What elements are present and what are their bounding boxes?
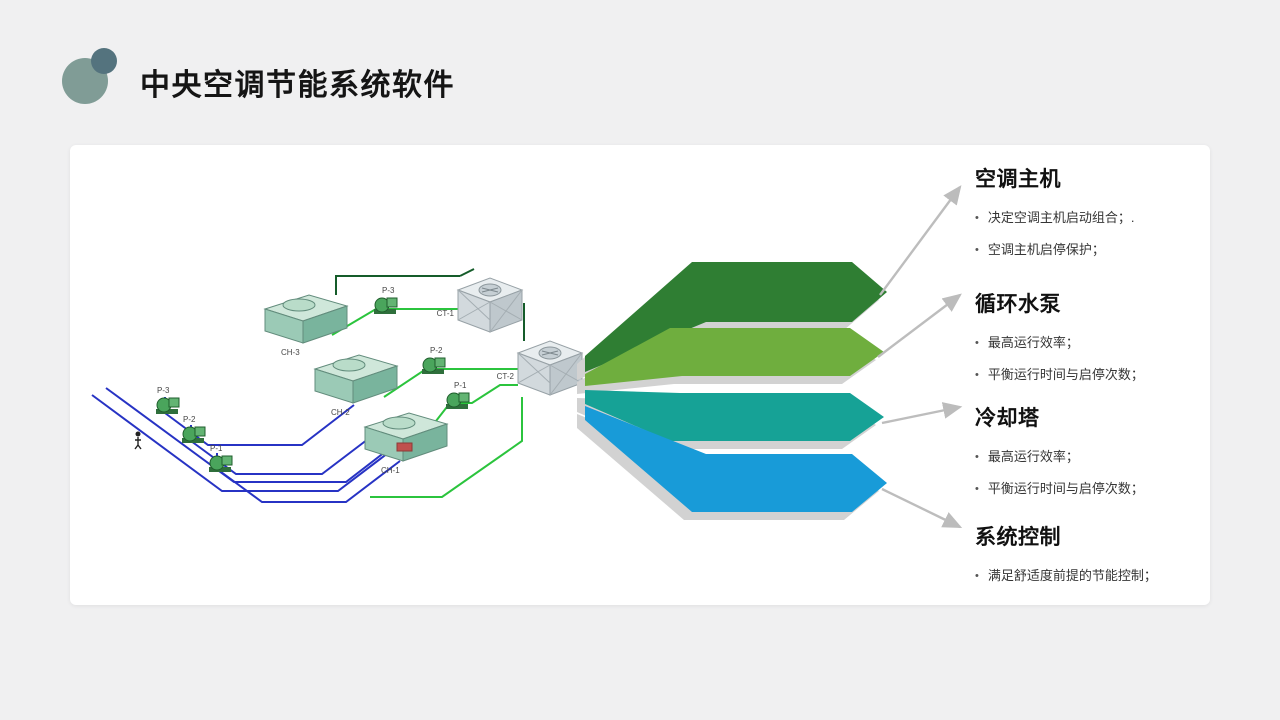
pump-left-1: P-1 xyxy=(209,444,233,472)
chiller-2: CH-2 xyxy=(313,354,399,417)
pump-right-2-label: P-2 xyxy=(430,346,443,355)
cooling-tower-2: CT-2 xyxy=(497,340,584,396)
chiller-1-motor xyxy=(396,442,413,452)
bullet-item: • 最高运行效率； xyxy=(975,334,1217,353)
pump-right-1-label: P-1 xyxy=(454,381,467,390)
bullet-marker: • xyxy=(975,212,979,224)
bullet-marker: • xyxy=(975,243,979,256)
bullet-text: 平衡运行时间与启停次数； xyxy=(987,480,1144,496)
flow-ribbons xyxy=(577,262,887,520)
pipe xyxy=(335,275,460,295)
connector-arrow-4 xyxy=(881,487,963,529)
bullet-text: 决定空调主机启动组合；. xyxy=(987,210,1135,225)
tower-pipes xyxy=(335,268,525,341)
ribbon-cooling-tower xyxy=(585,390,884,441)
pipe xyxy=(105,387,395,483)
callout-ac-host: 空调主机 • 决定空调主机启动组合；. • 空调主机启停保护； xyxy=(975,163,1217,273)
chiller-3-label: CH-3 xyxy=(281,348,300,357)
bullet-item: • 平衡运行时间与启停次数； xyxy=(975,480,1217,499)
callout-heading-system-control: 系统控制 xyxy=(975,526,1061,549)
bullet-marker: • xyxy=(975,337,979,349)
bullet-marker: • xyxy=(975,570,979,582)
ribbon-system-control xyxy=(585,406,887,512)
person-icon xyxy=(134,431,142,450)
ribbon-circulating-pump xyxy=(585,328,884,386)
ribbon-ac-host xyxy=(585,262,887,372)
cooling-tower-2-label: CT-2 xyxy=(497,372,515,381)
pump-right-2: P-2 xyxy=(422,346,446,374)
bullet-item: • 空调主机启停保护； xyxy=(975,241,1217,260)
pipe xyxy=(370,397,523,498)
cooling-tower-1: CT-1 xyxy=(437,277,524,333)
bullet-marker: • xyxy=(975,451,979,463)
pump-left-3-label: P-3 xyxy=(157,386,170,395)
chiller-3: CH-3 xyxy=(263,294,349,357)
chiller-1-label: CH-1 xyxy=(381,466,400,475)
callout-cooling-tower: 冷却塔 • 最高运行效率； • 平衡运行时间与启停次数； xyxy=(975,402,1217,512)
content-card: CH-3 CH-2 CH-1 xyxy=(70,145,1210,605)
callout-heading-circulating-pump: 循环水泵 xyxy=(975,293,1061,316)
cooling-tower-1-label: CT-1 xyxy=(437,309,455,318)
condenser-pipes xyxy=(331,308,523,498)
callout-heading-ac-host: 空调主机 xyxy=(975,168,1061,191)
pump-right-3-label: P-3 xyxy=(382,286,395,295)
page-title: 中央空调节能系统软件 xyxy=(140,69,455,102)
callout-system-control: 系统控制 • 满足舒适度前提的节能控制； xyxy=(975,521,1217,599)
bullet-item: • 决定空调主机启动组合；. xyxy=(975,209,1217,228)
hvac-diagram: CH-3 CH-2 CH-1 xyxy=(91,268,584,503)
decor-circle-small xyxy=(91,48,117,74)
pipe xyxy=(216,460,401,503)
pipe xyxy=(459,268,475,277)
callout-circulating-pump: 循环水泵 • 最高运行效率； • 平衡运行时间与启停次数； xyxy=(975,288,1217,398)
callout-heading-cooling-tower: 冷却塔 xyxy=(975,407,1040,430)
connector-arrow-3 xyxy=(881,402,963,425)
chiller-1: CH-1 xyxy=(363,412,449,475)
bullet-text: 平衡运行时间与启停次数； xyxy=(987,366,1144,382)
bullet-text: 最高运行效率； xyxy=(987,449,1079,464)
connector-arrow-1 xyxy=(879,185,962,296)
bullet-marker: • xyxy=(975,482,979,495)
bullet-text: 空调主机启停保护； xyxy=(987,241,1105,257)
connector-arrow-2 xyxy=(877,293,962,358)
pipe xyxy=(91,394,389,492)
bullet-text: 满足舒适度前提的节能控制； xyxy=(987,568,1157,583)
bullet-item: • 满足舒适度前提的节能控制； xyxy=(975,567,1217,586)
pump-left-3: P-3 xyxy=(156,386,180,414)
pump-left-2-label: P-2 xyxy=(183,415,196,424)
bullet-item: • 平衡运行时间与启停次数； xyxy=(975,366,1217,385)
bullet-item: • 最高运行效率； xyxy=(975,448,1217,467)
bullet-text: 最高运行效率； xyxy=(987,335,1079,350)
pump-right-3: P-3 xyxy=(374,286,398,314)
connector-arrows xyxy=(877,185,963,529)
pump-left-2: P-2 xyxy=(182,415,206,443)
chiller-2-label: CH-2 xyxy=(331,408,350,417)
pump-left-1-label: P-1 xyxy=(210,444,223,453)
bullet-marker: • xyxy=(975,368,979,381)
hvac-flow-graphic: CH-3 CH-2 CH-1 xyxy=(91,185,963,529)
title-decoration xyxy=(62,48,124,106)
pump-right-1: P-1 xyxy=(446,381,470,409)
